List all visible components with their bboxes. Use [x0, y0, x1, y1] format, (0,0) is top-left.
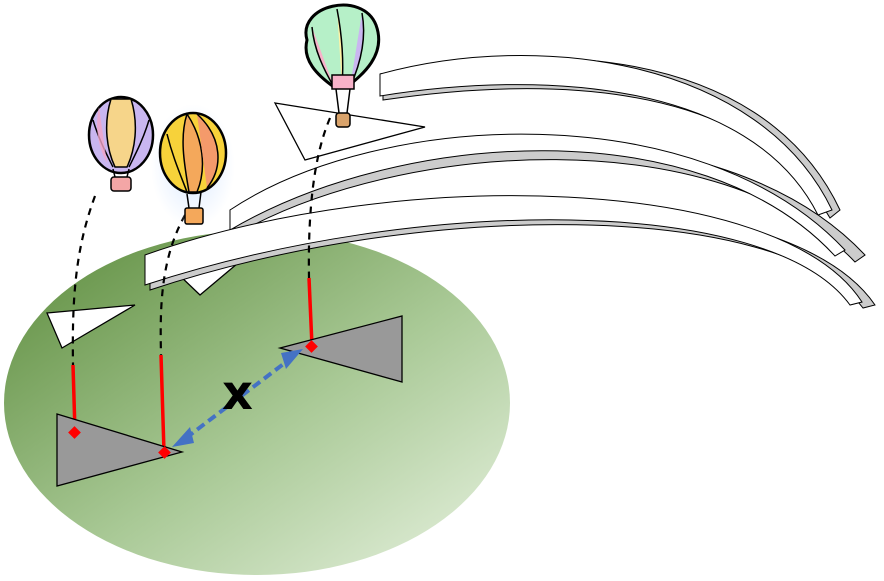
balloon-top-icon — [304, 3, 381, 128]
tether-top — [307, 117, 332, 279]
distance-arrow — [172, 349, 303, 447]
offset-line-middle — [159, 354, 166, 453]
triangle-left — [56, 413, 185, 487]
marker-middle — [158, 446, 171, 459]
distance-label: x — [222, 365, 253, 421]
marker-left — [68, 426, 81, 439]
tether-left — [71, 195, 97, 366]
position-markers — [68, 340, 318, 459]
tether-lines — [71, 117, 332, 366]
arrowhead-end — [281, 349, 303, 369]
marker-top — [305, 340, 318, 353]
arrowhead-start — [172, 427, 194, 447]
tether-middle — [159, 214, 186, 356]
curved-arrow-top — [273, 55, 841, 219]
curved-arrow-bottom — [46, 195, 876, 349]
balloon-left-icon — [87, 95, 155, 192]
offset-line-top — [307, 277, 314, 347]
balloon-middle-icon — [151, 104, 235, 228]
ground-ellipse — [4, 231, 510, 575]
triangle-right — [277, 315, 403, 383]
